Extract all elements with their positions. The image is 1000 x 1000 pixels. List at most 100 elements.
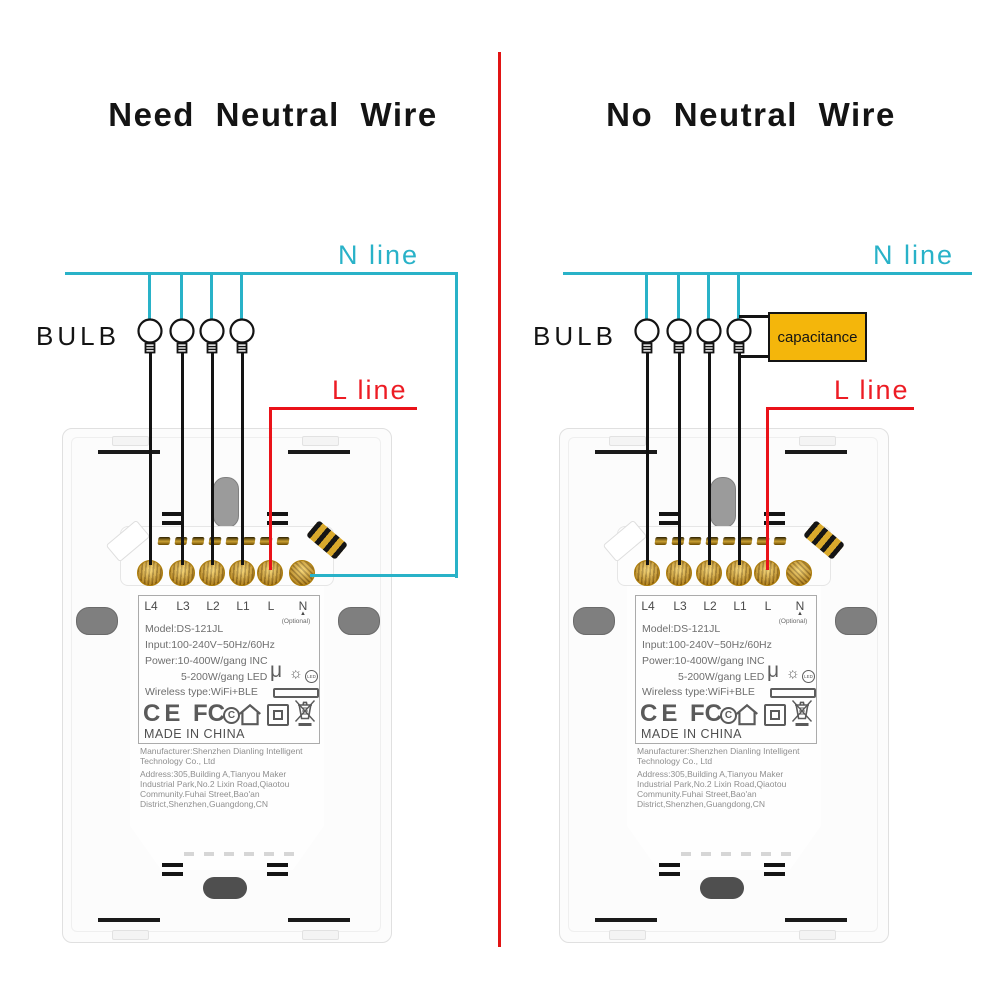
- clip-mark: [267, 872, 288, 876]
- left-title: Need Neutral Wire: [108, 96, 438, 133]
- terminal-label-l: L: [764, 599, 772, 613]
- capacitor-bottom-lead: [739, 355, 768, 358]
- bottom-hook: [204, 852, 214, 856]
- terminal-label-l3: L3: [176, 599, 190, 613]
- gold-contact: [654, 537, 668, 545]
- mounting-bar: [288, 918, 350, 922]
- bulb-icon: [634, 318, 660, 354]
- right-n-line-label: N line: [873, 240, 955, 270]
- clip-mark: [659, 512, 680, 516]
- terminal-label-l4: L4: [641, 599, 655, 613]
- mounting-slot: [609, 436, 646, 446]
- bottom-hook: [761, 852, 771, 856]
- bottom-hook: [284, 852, 294, 856]
- bottom-hook: [244, 852, 254, 856]
- mounting-slot: [609, 930, 646, 940]
- mounting-bar: [288, 450, 350, 454]
- terminal-screw-n: [786, 560, 812, 586]
- mounting-hole-top: [213, 477, 239, 528]
- terminal-label-l2: L2: [206, 599, 220, 613]
- ce-mark-icon: CE: [143, 700, 185, 727]
- l-line-wire: [766, 407, 914, 410]
- terminal-screw-l2: [199, 560, 225, 586]
- mounting-hole-top: [710, 477, 736, 528]
- n-drop-bulb: [645, 274, 648, 322]
- terminal-screw-l4: [137, 560, 163, 586]
- bulb-load-wire: [678, 352, 681, 565]
- power-text-2: 5-200W/gang LED: [181, 671, 268, 683]
- n-drop-bulb: [737, 274, 740, 322]
- clip-mark: [659, 521, 680, 525]
- terminal-label-n: N: [298, 599, 308, 613]
- clip-mark: [659, 872, 680, 876]
- bulb-icon: [229, 318, 255, 354]
- clip-mark: [162, 512, 183, 516]
- spec-label-panel: L4 L3 L2 L1 L N ▲ (Optional) Model:DS-12…: [138, 595, 320, 744]
- made-in-china-text: MADE IN CHINA: [144, 727, 245, 741]
- bulb-icon: [199, 318, 225, 354]
- side-clip-tab: [76, 607, 118, 635]
- right-l-line-label: L line: [834, 375, 910, 405]
- l-line-wire: [269, 407, 417, 410]
- bulb-load-wire: [708, 352, 711, 565]
- n-line-into-terminal: [310, 574, 458, 577]
- plate-inner-outline: [71, 437, 381, 932]
- micro-gap-icon: μ: [767, 659, 780, 682]
- terminal-label-l1: L1: [733, 599, 747, 613]
- bulb-load-wire: [149, 352, 152, 565]
- bulb-icon: [137, 318, 163, 354]
- left-l-line-label: L line: [332, 375, 408, 405]
- terminal-label-n: N: [795, 599, 805, 613]
- lamp-icon: ☼: [289, 665, 303, 682]
- mounting-slot: [302, 930, 339, 940]
- mounting-slot: [112, 436, 149, 446]
- n-drop-bulb: [707, 274, 710, 322]
- fcc-circle-c-icon: C: [223, 707, 240, 724]
- clip-mark: [764, 872, 785, 876]
- gold-contact: [225, 537, 239, 545]
- optional-arrow-icon: ▲: [300, 611, 306, 617]
- address-text: Address:305,Building A,Tianyou Maker Ind…: [140, 769, 290, 809]
- capacitance-box: capacitance: [768, 312, 867, 362]
- gold-contact: [191, 537, 205, 545]
- mounting-slot: [302, 436, 339, 446]
- bottom-hook: [741, 852, 751, 856]
- clip-mark: [267, 863, 288, 867]
- side-clip-tab: [338, 607, 380, 635]
- power-text-2: 5-200W/gang LED: [678, 671, 765, 683]
- bottom-hook: [224, 852, 234, 856]
- bulb-load-wire: [181, 352, 184, 565]
- bulb-load-wire: [241, 352, 244, 565]
- made-in-china-text: MADE IN CHINA: [641, 727, 742, 741]
- clip-mark: [764, 863, 785, 867]
- plate-inner-outline: [568, 437, 878, 932]
- n-drop-bulb: [210, 274, 213, 322]
- fcc-mark-icon: FC: [690, 700, 722, 727]
- fcc-mark-icon: FC: [193, 700, 225, 727]
- terminal-label-l3: L3: [673, 599, 687, 613]
- capacitor-top-lead: [739, 315, 768, 318]
- center-divider: [498, 52, 501, 947]
- wireless-text: Wireless type:WiFi+BLE: [145, 686, 258, 698]
- l-line-drop-to-terminal: [269, 407, 272, 570]
- mounting-hole-bottom: [700, 877, 744, 899]
- bottom-hook: [781, 852, 791, 856]
- ce-mark-icon: CE: [640, 700, 682, 727]
- bottom-hook: [721, 852, 731, 856]
- left-bulb-label: BULB: [36, 321, 120, 351]
- clip-mark: [267, 512, 288, 516]
- bulb-icon: [726, 318, 752, 354]
- mounting-slot: [799, 436, 836, 446]
- mounting-bar: [785, 450, 847, 454]
- mounting-bar: [98, 918, 160, 922]
- house-icon: [237, 702, 263, 733]
- switch-device-right: L4 L3 L2 L1 L N ▲ (Optional) Model:DS-12…: [559, 428, 889, 943]
- double-insulation-icon: [267, 704, 289, 726]
- clip-mark: [659, 863, 680, 867]
- bulb-load-wire: [646, 352, 649, 565]
- manufacturer-text: Manufacturer:Shenzhen Dianling Intellige…: [637, 746, 800, 766]
- gold-contact: [688, 537, 702, 545]
- weee-bin-icon: [293, 697, 317, 732]
- n-drop-bulb: [240, 274, 243, 322]
